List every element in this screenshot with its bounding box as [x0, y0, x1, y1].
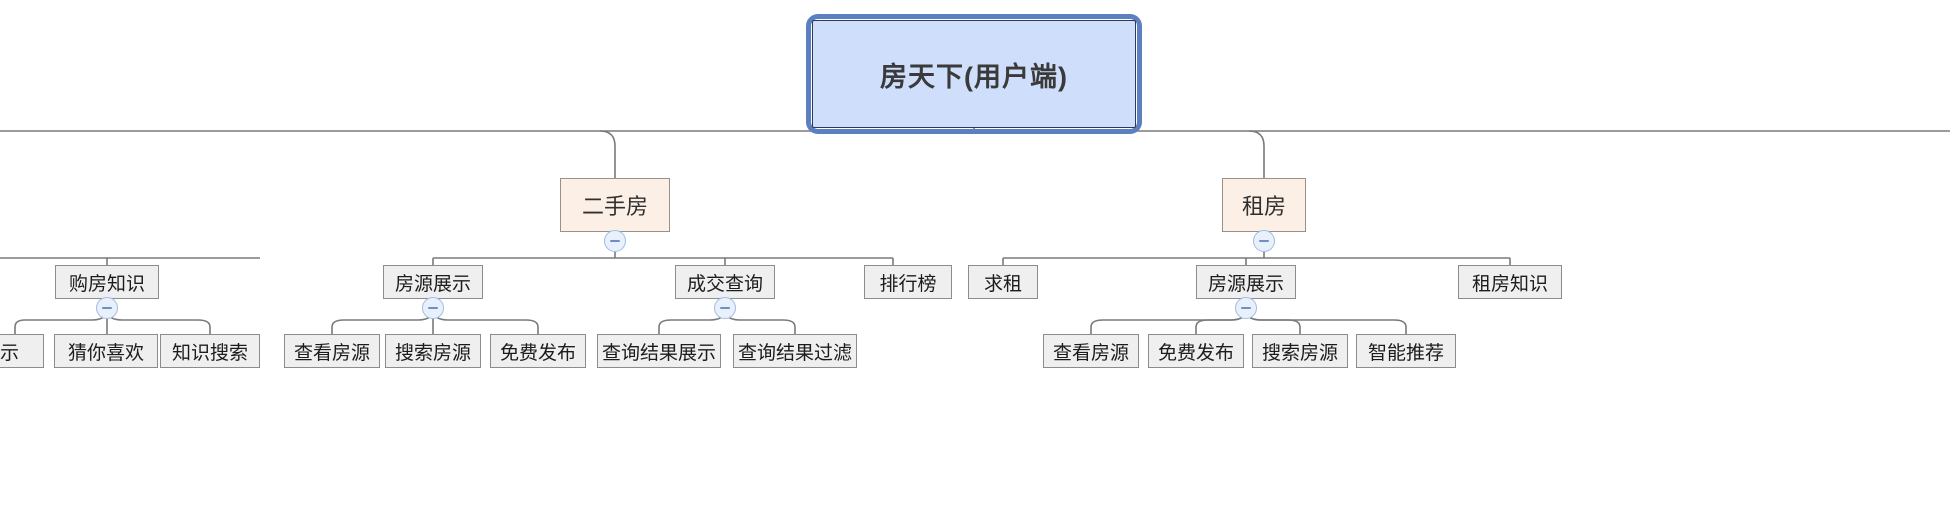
tree-node-l_sousuofangyuan_b[interactable]: 搜索房源	[1252, 334, 1348, 368]
tree-node-l_zhinengtuijian[interactable]: 智能推荐	[1356, 334, 1456, 368]
tree-node-l_sousuofangyuan_a[interactable]: 搜索房源	[385, 334, 481, 368]
tree-node-l_mianfeifabu_b[interactable]: 免费发布	[1148, 334, 1244, 368]
tree-node-l_zhishisousuo[interactable]: 知识搜索	[160, 334, 260, 368]
connector-fyzs-a-l3	[432, 308, 539, 334]
minus-icon	[1259, 240, 1269, 242]
collapse-toggle-n_ershoufang[interactable]	[604, 230, 626, 252]
tree-node-l_chakanfangyuan_a[interactable]: 查看房源	[284, 334, 380, 368]
collapse-toggle-n_fangyuanzhanshi_b[interactable]	[1235, 297, 1257, 319]
connector-goufangzhishi-l1	[14, 308, 108, 334]
tree-node-n_chengjiaochaxun[interactable]: 成交查询	[675, 265, 775, 299]
tree-node-n_fangyuanzhanshi_b[interactable]: 房源展示	[1196, 265, 1296, 299]
collapse-toggle-n_chengjiaochaxun[interactable]	[714, 297, 736, 319]
minus-icon	[720, 307, 730, 309]
connector-fyzs-b-l1	[1090, 308, 1247, 334]
tree-node-n_qiuzu[interactable]: 求租	[968, 265, 1038, 299]
tree-node-n_zufang[interactable]: 租房	[1222, 178, 1306, 232]
connector-to-ershoufang	[599, 130, 616, 178]
collapse-toggle-n_zufang[interactable]	[1253, 230, 1275, 252]
tree-node-n_zufangzhishi[interactable]: 租房知识	[1458, 265, 1562, 299]
collapse-toggle-n_fangyuanzhanshi_a[interactable]	[422, 297, 444, 319]
minus-icon	[610, 240, 620, 242]
tree-node-l_zhanshi[interactable]: 展示	[0, 334, 44, 368]
minus-icon	[428, 307, 438, 309]
tree-node-l_chakanfangyuan_b[interactable]: 查看房源	[1043, 334, 1139, 368]
minus-icon	[1241, 307, 1251, 309]
connector-fyzs-b-l4	[1245, 308, 1407, 334]
connector-to-zufang	[1248, 130, 1265, 178]
collapse-toggle-n_goufangzhishi[interactable]	[96, 297, 118, 319]
root-node-highlight	[806, 14, 1142, 134]
tree-node-l_chaxunjieguozhanshi[interactable]: 查询结果展示	[597, 334, 721, 368]
root-node[interactable]: 房天下(用户端)	[812, 20, 1136, 128]
tree-node-n_goufangzhishi[interactable]: 购房知识	[55, 265, 159, 299]
tree-node-l_cainixihuan[interactable]: 猜你喜欢	[54, 334, 158, 368]
connector-cjcx-l2	[724, 308, 796, 334]
minus-icon	[102, 307, 112, 309]
connector-fyzs-a-l1	[331, 308, 434, 334]
tree-node-l_mianfeifabu_a[interactable]: 免费发布	[490, 334, 586, 368]
tree-node-n_ershoufang[interactable]: 二手房	[560, 178, 670, 232]
connector-goufangzhishi-l3	[106, 308, 211, 334]
tree-node-l_chaxunjieguoguolv[interactable]: 查询结果过滤	[733, 334, 857, 368]
tree-node-n_paihangbang[interactable]: 排行榜	[864, 265, 952, 299]
tree-node-n_fangyuanzhanshi_a[interactable]: 房源展示	[383, 265, 483, 299]
